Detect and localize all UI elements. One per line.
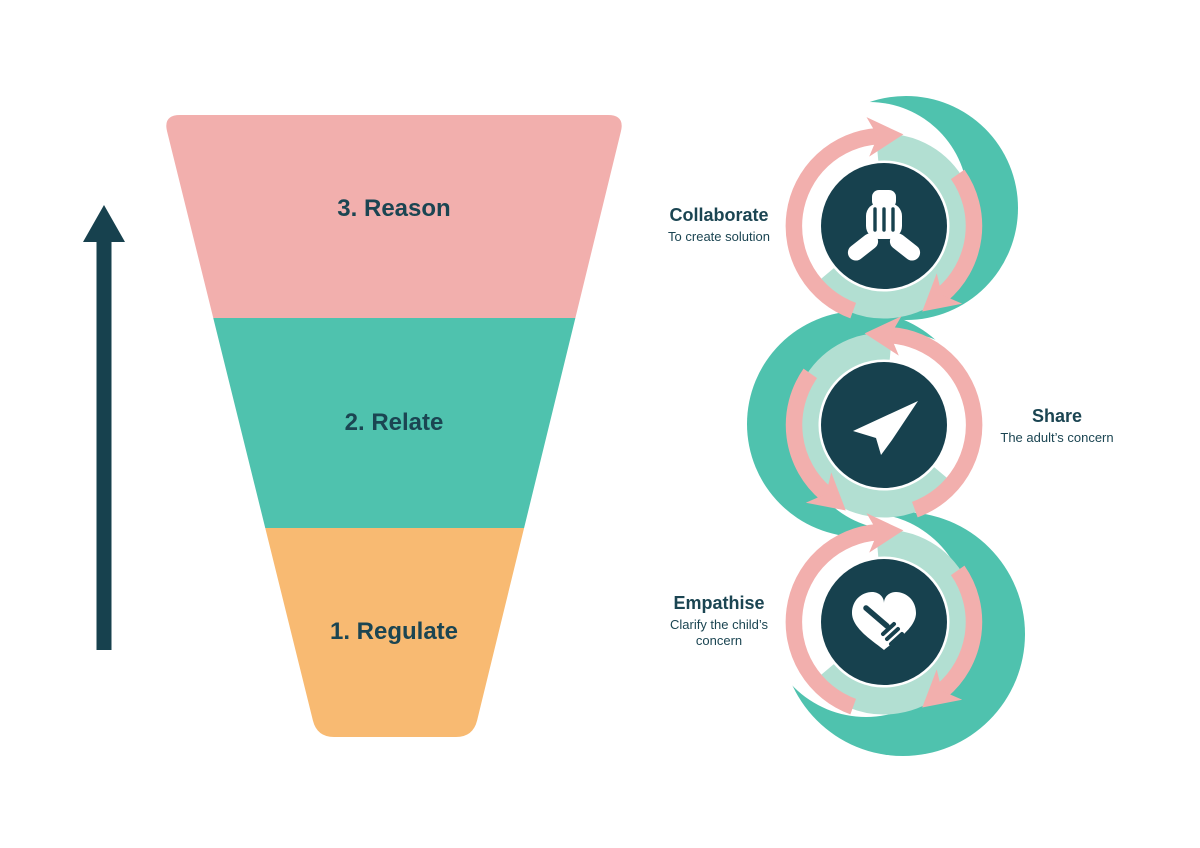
up-arrow-icon [83, 205, 125, 650]
hands-together-icon [847, 190, 921, 261]
step-title: Empathise [673, 593, 765, 613]
heart-handshake-icon [852, 592, 916, 650]
mint-ring-top [813, 133, 977, 319]
funnel-label-regulate: 1. Regulate [329, 618, 459, 645]
step-subtitle: Clarify the child’s concern [669, 617, 769, 648]
mint-ring-middle [791, 332, 955, 518]
funnel-label-reason: 3. Reason [337, 195, 451, 222]
cycle-arrow-top [785, 117, 983, 319]
funnel-label-relate: 2. Relate [344, 409, 444, 436]
step-subtitle: The adult’s concern [1000, 430, 1114, 445]
step-title: Collaborate [669, 205, 769, 225]
step-label-empathise: Empathise Clarify the child’s concern [629, 593, 809, 649]
mint-ring-bottom [813, 529, 977, 715]
step-label-collaborate: Collaborate To create solution [629, 205, 809, 245]
funnel-stage-reason [166, 115, 622, 318]
cycle-arrow-middle [785, 316, 983, 518]
cycle-arrow-bottom [785, 513, 983, 715]
step-title: Share [1031, 406, 1083, 426]
step-label-share: Share The adult’s concern [967, 406, 1147, 446]
step-subtitle: To create solution [668, 229, 770, 244]
paper-plane-icon [853, 401, 918, 455]
